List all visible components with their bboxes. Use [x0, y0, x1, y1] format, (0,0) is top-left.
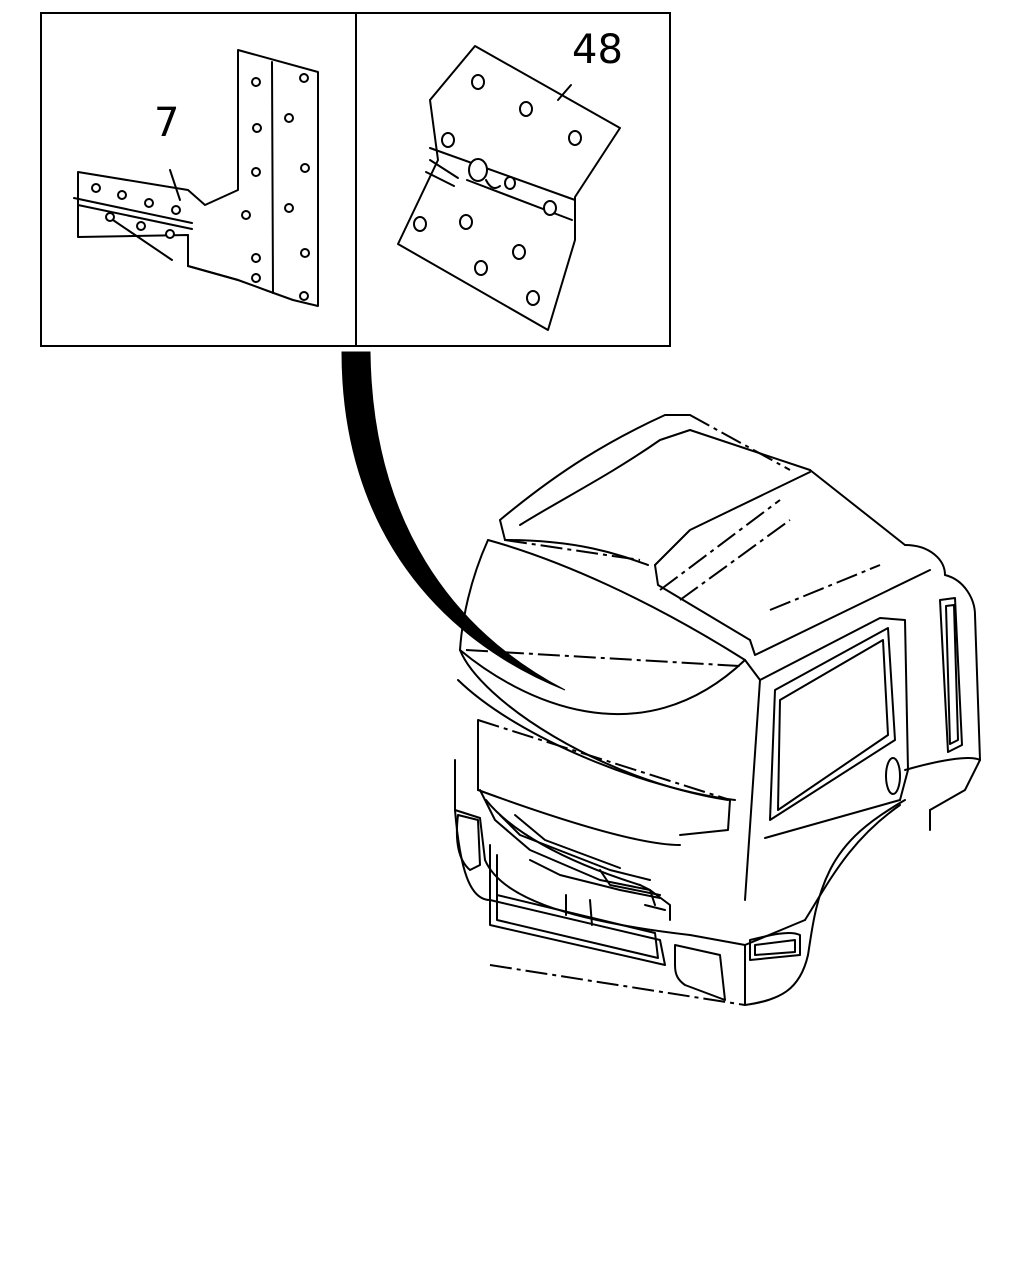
detail-inset	[40, 12, 671, 347]
panel-part-48: 48	[397, 27, 623, 331]
truck-cab	[454, 414, 981, 1006]
panel-holes	[413, 74, 582, 306]
callout-label-48: 48	[572, 27, 623, 73]
bracket-holes	[91, 73, 310, 301]
callout-label-7: 7	[154, 100, 179, 146]
bracket-part-7: 7	[73, 49, 319, 307]
pointer-arrow	[341, 351, 566, 691]
